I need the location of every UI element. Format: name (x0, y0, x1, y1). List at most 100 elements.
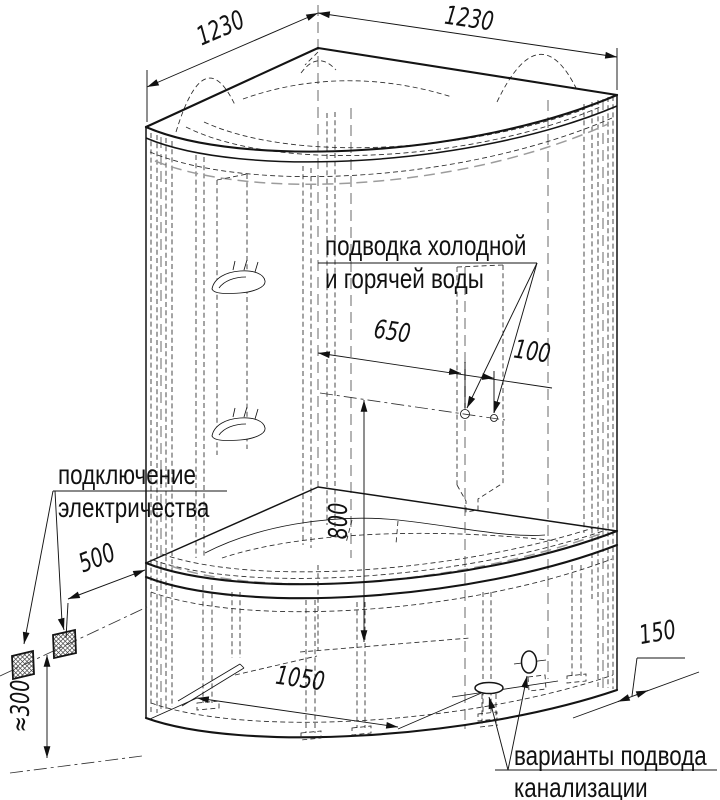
extension-line (65, 602, 69, 639)
shelf-posts (232, 406, 259, 420)
tub-rim (144, 486, 619, 600)
water-points-centerline (319, 392, 506, 421)
label-text: подводка холодной (325, 231, 526, 262)
electric-outlet (52, 628, 77, 660)
label-text: варианты подвода (514, 741, 708, 772)
shelf-tray (211, 417, 266, 441)
label-text: подключение (58, 460, 196, 491)
dome-ring (242, 80, 453, 100)
dome-hump-left (175, 77, 236, 133)
basin-edge (204, 517, 546, 554)
dim-value: 1230 (192, 5, 249, 52)
annotations: подводка холодной и горячей воды подключ… (22, 231, 717, 800)
label-text: и горячей воды (325, 264, 484, 295)
floor-dash (299, 637, 471, 653)
dim-500: 500 (65, 538, 146, 639)
dim-value: 1230 (443, 1, 496, 37)
dim-value: 500 (75, 538, 120, 579)
dim-300: ≈300 (6, 655, 51, 758)
dome-hump-right (496, 53, 579, 103)
panel-funnel (456, 482, 504, 513)
mixer-panel (456, 264, 504, 513)
extension-line (149, 697, 198, 720)
outlet-symbol (52, 628, 77, 660)
roof-inner-curve (149, 117, 613, 178)
rim-inner-gray (170, 533, 601, 585)
extension-line (631, 657, 638, 697)
corner-shelf (211, 406, 266, 441)
dim-800: 800 (324, 400, 368, 642)
roof-dome (149, 51, 613, 185)
sewer-label: варианты подвода канализации (488, 675, 717, 800)
electric-outlet (11, 649, 35, 681)
dim-value: 100 (512, 335, 553, 370)
wall-seams (150, 96, 614, 715)
drain-floor (474, 681, 504, 695)
roof-edge-left (144, 46, 320, 129)
leader-line (488, 696, 509, 771)
dome-ring (185, 106, 601, 156)
dimension-line (317, 11, 618, 59)
arrow (617, 694, 631, 703)
rim-edge-left (145, 486, 319, 564)
rim-edge-right (317, 486, 618, 532)
label-text: электричества (58, 493, 210, 524)
shelf-posts (232, 259, 259, 273)
wall-shelves (211, 173, 266, 455)
drain-axis (451, 680, 559, 698)
leg (566, 565, 587, 684)
arrow (448, 368, 462, 375)
label-text: канализации (514, 773, 648, 800)
electric-label: подключение электричества (22, 460, 227, 645)
floor-dash (234, 655, 318, 676)
drain-pipe (479, 694, 499, 728)
utility-symbols (0, 392, 559, 774)
rim-front-curve (144, 529, 619, 586)
roof-edge-right (316, 46, 619, 97)
dome-ring (203, 108, 586, 149)
drain-symbols (397, 650, 559, 730)
leg (196, 585, 220, 711)
dim-value: 800 (324, 503, 354, 540)
outlet-symbol (11, 649, 35, 681)
roof-inner-curve-gray (154, 123, 609, 185)
dim-1230-left: 1230 (146, 5, 319, 122)
dim-value: ≈300 (6, 680, 36, 733)
arrow (481, 373, 495, 380)
leader-line (493, 262, 538, 414)
leader-line (54, 490, 65, 631)
dim-650-100: 650 100 (317, 315, 553, 413)
leader-line (22, 490, 54, 645)
dim-1050: 1050 (149, 661, 399, 729)
shelf-panel-top (216, 173, 248, 181)
dimensions: 1230 1230 650 100 800 500 (6, 1, 700, 758)
rim-inner-dash (161, 525, 600, 573)
shelf-tray-inner (218, 423, 247, 436)
dimension-line (146, 12, 319, 88)
dim-150: 150 (572, 615, 700, 719)
tub-basin (204, 517, 559, 559)
shelf-tray-inner (218, 276, 247, 289)
roof-band-curve (145, 105, 618, 163)
support-box (527, 674, 547, 692)
dimension-line (317, 351, 553, 389)
rim-inner-dash (152, 528, 610, 579)
drain-wall (520, 650, 538, 674)
dim-1230-right: 1230 (317, 1, 618, 90)
dim-value: 150 (637, 615, 678, 650)
leg (351, 602, 372, 736)
dim-value: 1050 (274, 661, 327, 697)
dimension-line (572, 671, 700, 719)
arrow (635, 690, 649, 698)
roof-front-curve (144, 93, 619, 153)
floor-line (9, 755, 143, 774)
dimension-line (67, 569, 146, 600)
shelf-tray (211, 270, 266, 294)
drain-extension (397, 690, 487, 730)
tub-skirt (144, 558, 619, 739)
basin-detail (345, 519, 399, 545)
cabin-structure (144, 5, 619, 741)
leader-line (466, 262, 538, 409)
